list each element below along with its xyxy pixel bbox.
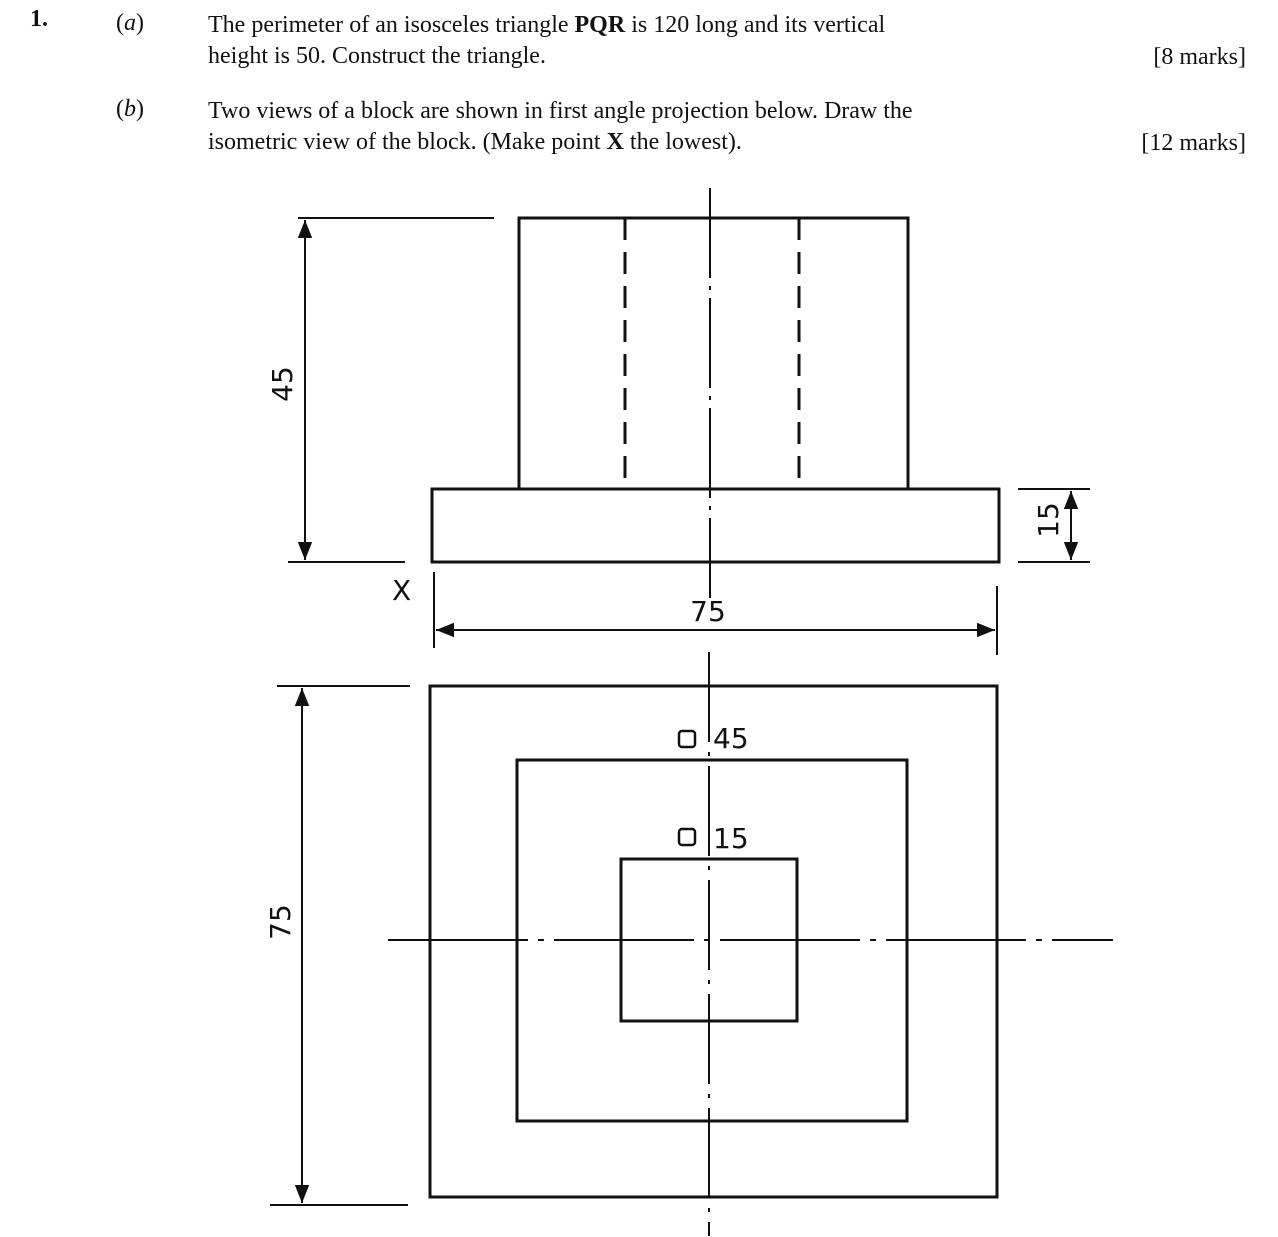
- plan-dimensions: [270, 685, 410, 1206]
- point-x-label: X: [392, 574, 411, 607]
- dim-label-height: 45: [266, 366, 299, 402]
- part-b-letter: b: [124, 96, 136, 122]
- front-elevation: [430, 216, 1001, 564]
- part-b-label: (b): [116, 96, 144, 122]
- dim-label-depth: 75: [264, 904, 297, 940]
- plan-view: [428, 684, 999, 1199]
- part-a-label: (a): [116, 10, 144, 36]
- part-a-text: The perimeter of an isosceles triangle P…: [208, 10, 1088, 72]
- part-b-text: Two views of a block are shown in first …: [208, 96, 1088, 158]
- part-a-letter: a: [124, 10, 136, 36]
- question-number: 1.: [30, 6, 48, 32]
- dim-label-width: 75: [690, 595, 726, 628]
- square-label-outer: 45: [713, 722, 749, 755]
- front-dimensions: [288, 217, 1090, 655]
- part-b-line2: isometric view of the block. (Make point…: [208, 129, 742, 155]
- triangle-name: PQR: [574, 12, 626, 38]
- part-a-line1: The perimeter of an isosceles triangle P…: [208, 12, 886, 38]
- front-base-block: [430, 487, 1001, 564]
- square-symbol-icon: [677, 729, 697, 749]
- dim-label-base-height: 15: [1032, 502, 1065, 538]
- square-label-inner: 15: [713, 822, 749, 855]
- plan-outer-square: [428, 684, 999, 1199]
- part-a-line2: height is 50. Construct the triangle.: [208, 43, 546, 69]
- front-upper-block: [517, 216, 910, 491]
- part-b-marks: [12 marks]: [1141, 130, 1246, 156]
- square-symbol-icon: [677, 827, 697, 847]
- part-a-marks: [8 marks]: [1153, 44, 1246, 70]
- part-b-line1: Two views of a block are shown in first …: [208, 98, 913, 124]
- point-x-ref: X: [606, 129, 624, 155]
